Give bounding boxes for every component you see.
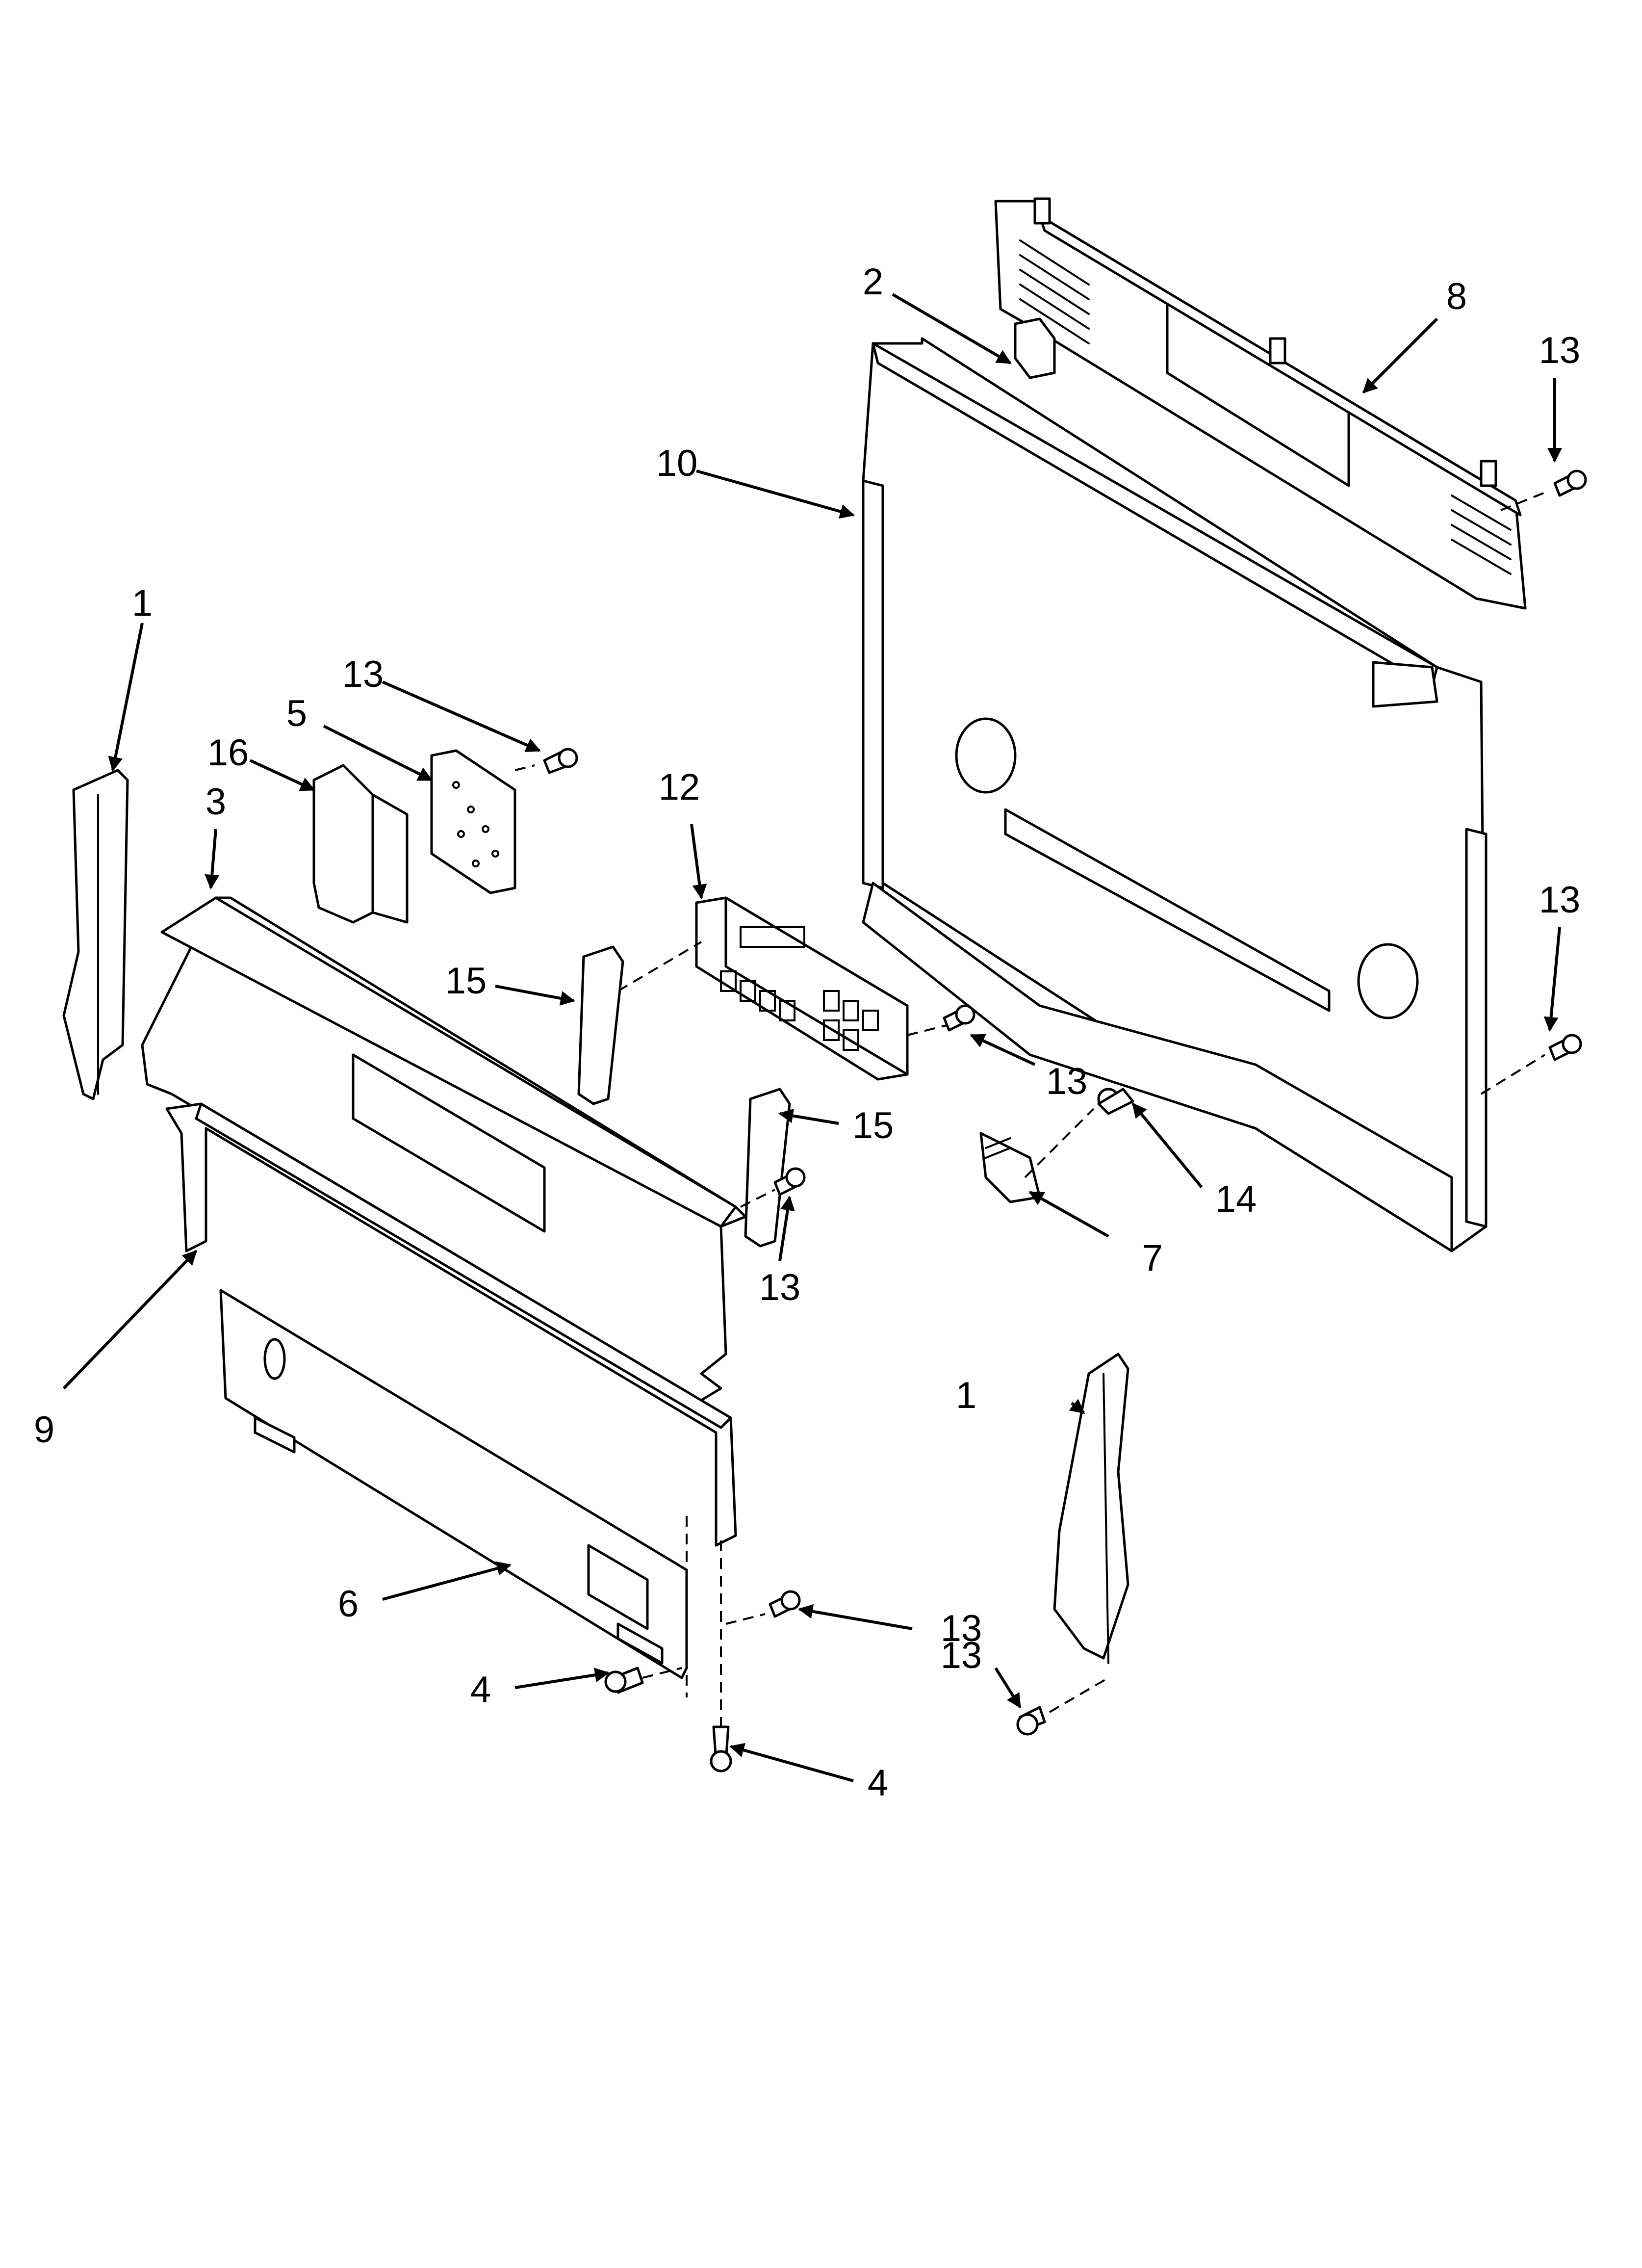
- callout-3: 3: [205, 781, 226, 823]
- callout-13-panel: 13: [1046, 1061, 1088, 1102]
- screw-13-panel: [943, 1004, 975, 1032]
- callout-1-right: 1: [956, 1375, 976, 1416]
- callout-13-top-right: 13: [1539, 330, 1581, 371]
- part-5-board: [430, 749, 516, 894]
- screw-13-mid-right: [1548, 1034, 1582, 1061]
- part-16-bracket: [312, 764, 409, 924]
- callout-9: 9: [34, 1409, 54, 1451]
- part-7-bracket: [979, 1132, 1041, 1203]
- callout-13-lower: 13: [941, 1608, 982, 1649]
- part-10-rear-panel: [862, 317, 1488, 1252]
- callout-13-mid-right: 13: [1539, 879, 1581, 921]
- screw-4-bottom: [710, 1725, 732, 1773]
- part-1-bracket-right: [1053, 1353, 1129, 1664]
- callout-10: 10: [656, 443, 698, 484]
- part-6-panel: [219, 1289, 688, 1679]
- screw-13-lower: [769, 1590, 801, 1618]
- leader-lines: [62, 293, 1562, 1782]
- screw-13-top-right: [1553, 469, 1587, 497]
- part-1-bracket-left: [62, 769, 129, 1100]
- callout-6: 6: [338, 1583, 359, 1625]
- part-8-vent-panel: [994, 197, 1527, 610]
- callout-8: 8: [1446, 276, 1467, 317]
- part-9-trim: [165, 1102, 737, 1547]
- screw-13-board: [543, 748, 578, 774]
- callout-4-bottom: 4: [868, 1762, 888, 1804]
- callout-2: 2: [863, 261, 883, 303]
- callout-16: 16: [207, 732, 249, 774]
- callout-4-left: 4: [470, 1669, 491, 1711]
- callout-15-left: 15: [445, 960, 487, 1002]
- part-3-console: [141, 896, 747, 1405]
- part-14-screw: [1097, 1088, 1134, 1115]
- screw-13-console: [773, 1167, 806, 1196]
- part-12-control-panel: [695, 896, 909, 1081]
- callout-12: 12: [659, 766, 700, 808]
- callout-1-left: 1: [132, 582, 153, 624]
- callout-13-console: 13: [759, 1267, 801, 1308]
- screw-4-left: [604, 1667, 644, 1694]
- callout-14: 14: [1215, 1178, 1257, 1220]
- callout-labels: 1 1 2 3 4 4 5 6 7 8 9 10 12 13 13 13 13 …: [34, 261, 1580, 1804]
- callout-15-right: 15: [852, 1105, 894, 1147]
- screw-13-bottom-right: [1016, 1706, 1046, 1736]
- callout-13-bottom-right: 13: [941, 1635, 982, 1676]
- callout-13-board: 13: [342, 653, 384, 695]
- callout-5: 5: [286, 693, 307, 734]
- part-15-clip-left: [577, 945, 624, 1105]
- part-15-clip-right: [744, 1088, 791, 1248]
- callout-7: 7: [1142, 1237, 1163, 1279]
